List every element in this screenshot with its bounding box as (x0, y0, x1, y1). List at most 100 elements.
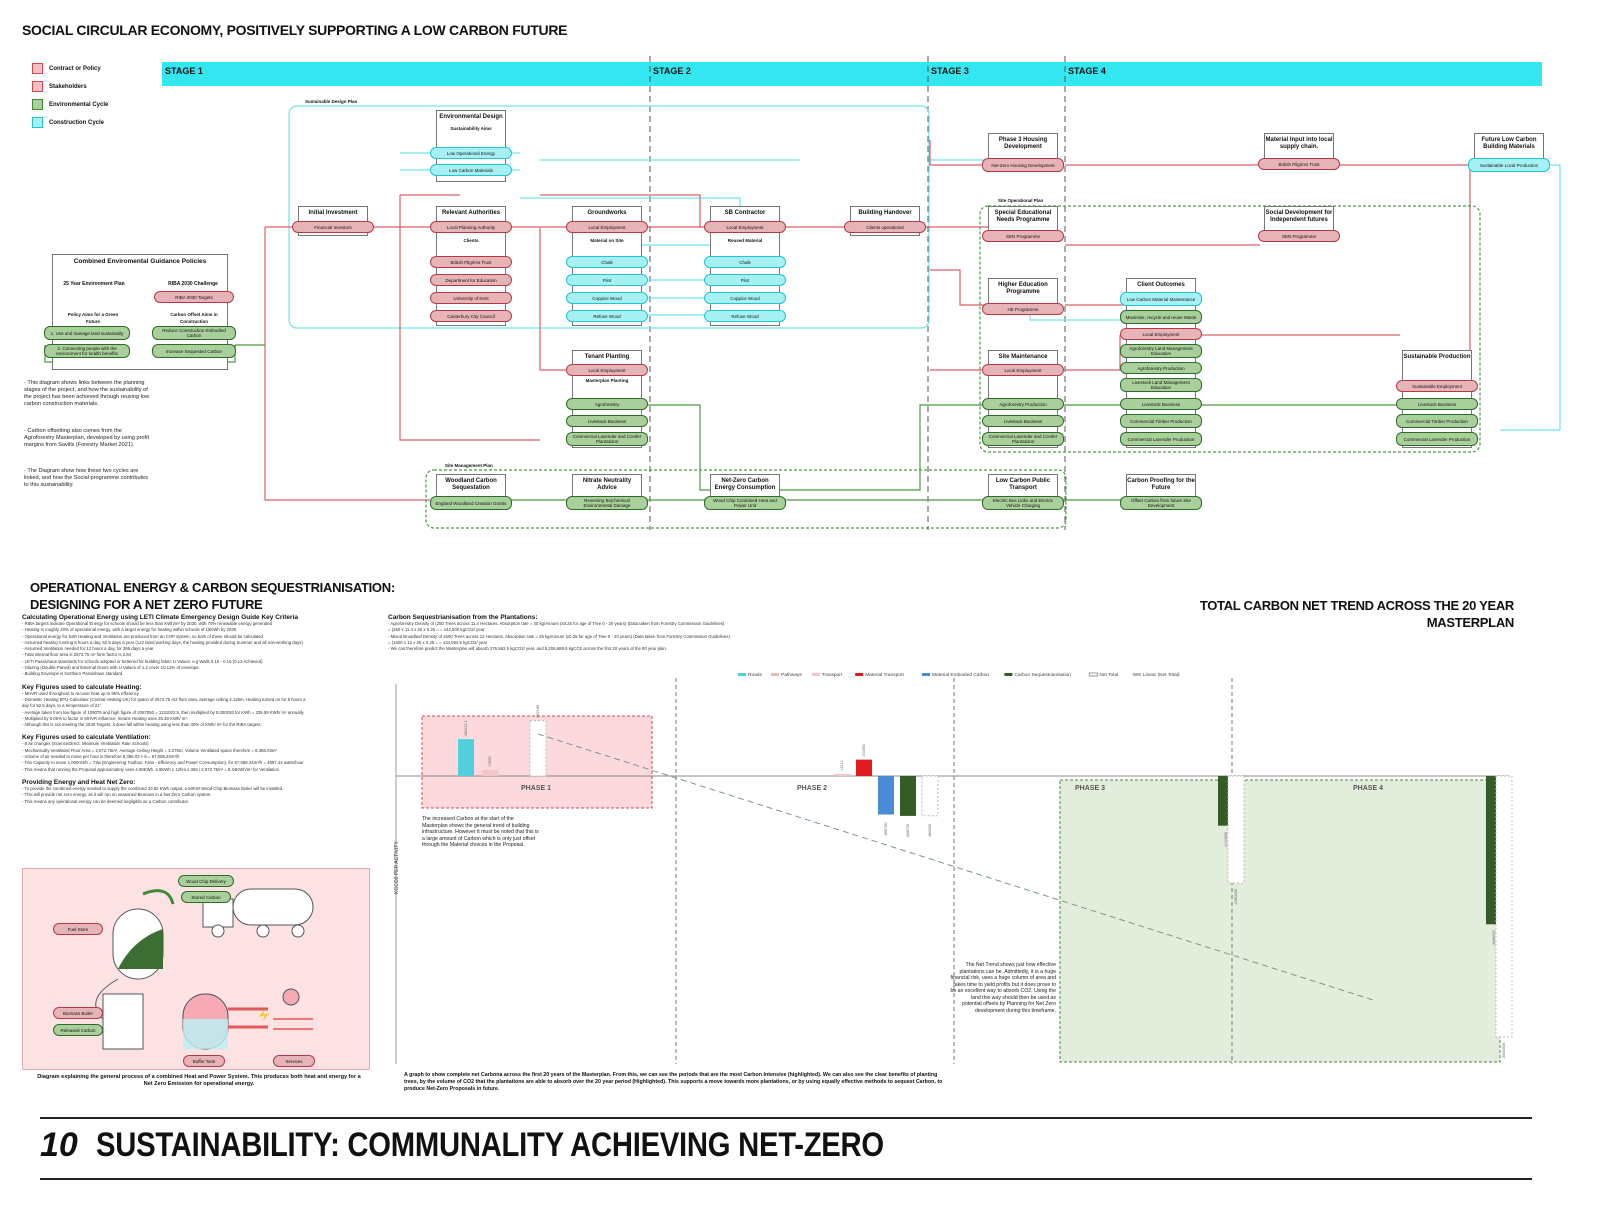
text-line: - Assumed heating running 8 hours a day,… (22, 639, 303, 645)
legend-swatch (1004, 673, 1013, 676)
pill: Wood Chip Delivery (178, 875, 234, 887)
pill: Sustainable Local Production (1468, 158, 1550, 172)
pill: Canterbury City Council (430, 310, 512, 322)
pill: Electric Bus Links and Electric Vehicle … (982, 496, 1064, 510)
pill: Offset Carbon from future Site Developme… (1120, 496, 1202, 510)
pill: Local Employment (566, 364, 648, 376)
pill: HE Programme (982, 303, 1064, 315)
legend-swatch-icon (32, 81, 43, 92)
pill: Financial Investors (292, 221, 374, 233)
footer-rule (40, 1117, 1532, 1119)
text-line: - This means that running the Proposal a… (22, 766, 280, 772)
footer-title: SUSTAINABILITY: COMMUNALITY ACHIEVING NE… (96, 1126, 884, 1164)
pill: Livestock Land Management Education (1120, 378, 1202, 392)
legend-item: Construction Cycle (32, 117, 104, 128)
legend-swatch (1132, 673, 1141, 676)
text-line: - This will provide net zero energy, as … (22, 792, 212, 798)
pill: Services (273, 1055, 315, 1067)
data-label: -855700 (884, 823, 888, 837)
plan-label: Site Management Plan (445, 463, 493, 468)
chart-bar (482, 770, 498, 776)
text-line: - This means any operational energy can … (22, 798, 189, 804)
pill: Flint (704, 274, 786, 286)
data-label: 74959 (488, 756, 492, 767)
pill: Reversing Biochemical Environmental Dama… (566, 496, 648, 510)
text-line: = (250 x 11.4 x 40 x 0.25 = = 142,500 kg… (388, 627, 485, 633)
legend-swatch-icon (32, 99, 43, 110)
chart-bar (834, 774, 850, 776)
data-label: -886700 (906, 824, 910, 838)
plan-label: Site Operational Plan (998, 198, 1044, 203)
pill: Biomass Boiler (53, 1007, 103, 1019)
chart-note: The increased Carbon at the start of the… (422, 816, 539, 848)
ops-text: Calculating Operational Energy using LET… (22, 612, 372, 805)
graph-caption: A graph to show complete net Carbona acr… (404, 1072, 943, 1092)
phase-3-4-highlight (1059, 779, 1501, 1063)
pill: Refuse Wood (704, 310, 786, 322)
pill: RIBA 2030 Targets (154, 291, 234, 303)
text-line: - Heating is roughly 40% of operational … (22, 627, 238, 633)
chart-bar (856, 759, 872, 776)
data-label: 14212 (840, 760, 844, 771)
flow-connectors (44, 56, 1561, 530)
legend-swatch (771, 673, 779, 676)
pill: Commercial Timber Production (1120, 414, 1202, 428)
data-label: -3296000 (1492, 930, 1496, 946)
text-line: - To provide the combined energy needed … (22, 785, 284, 791)
stage-4-bar: STAGE 4 (1065, 62, 1542, 86)
pill: Sustainable Employment (1396, 380, 1478, 392)
chp-diagram: Wood Chip Delivery Stored Carbon Fuel St… (22, 868, 370, 1070)
pill: Commercial Lavender Production (1120, 432, 1202, 446)
text-line: - Glazing (Double-Paned) and External Do… (22, 665, 200, 671)
pill: Commercial Lavender and Conifer Plantati… (982, 432, 1064, 446)
trend-line (537, 733, 1374, 1001)
pill: SEN Programme (1258, 230, 1340, 242)
data-label: 460222.2 (464, 720, 468, 736)
legend-label: Linear (Net Total) (1143, 672, 1180, 678)
pill: Livestock Business (982, 415, 1064, 427)
pill: Net-Zero Housing Development (982, 158, 1064, 172)
pill: Low Carbon Materials (430, 164, 512, 176)
pill: Local Planning Authority (430, 221, 512, 233)
pill: Local Employment (982, 364, 1064, 376)
note: - Carbon offsetting also comes from the … (24, 428, 149, 448)
legend-label: Transport (822, 672, 843, 678)
text-line: - Mixed Broadleaf Density of 1600 Trees … (388, 633, 730, 639)
legend-label: Pathways (781, 672, 802, 678)
chart-bar (1227, 775, 1245, 884)
text-line: - MHVR used throughout to recover heat u… (22, 690, 139, 696)
pill: Stored Carbon (181, 891, 231, 903)
pill: Buffer Tank (183, 1055, 225, 1067)
pill: SEN Programme (982, 230, 1064, 242)
chart-note: The Net Trend shows just how effective p… (950, 962, 1056, 1014)
pill: Fuel Store (53, 923, 103, 935)
data-label: -882000 (928, 824, 932, 838)
legend-label: Carbon Sequestrianisation (1014, 672, 1071, 678)
text-line: - Multiplied by 0.05% to factor in MHVR … (22, 715, 188, 721)
phase-label: PHASE 2 (797, 785, 827, 792)
chart-bar (1495, 775, 1513, 1038)
legend-label: Material Embodied Carbon (932, 672, 989, 678)
pill: Livestock Business (1120, 398, 1202, 410)
page-number: 10 (40, 1126, 78, 1164)
stage-2-bar: STAGE 2 (650, 62, 928, 86)
pill: Agroforestry Production (982, 398, 1064, 410)
chp-illustration (95, 888, 314, 1050)
pill: Increase Sequested Carbon (152, 344, 236, 358)
pill: Commercial Lavender and Conifer Plantati… (566, 432, 648, 446)
text-line: - Average taken from low figure of 10907… (22, 709, 305, 715)
stage-1-bar: STAGE 1 (162, 62, 650, 86)
legend-swatch (1088, 672, 1098, 677)
page-title: SOCIAL CIRCULAR ECONOMY, POSITIVELY SUPP… (22, 22, 568, 38)
text-line: = (1600 x 12 x 25 x 0.25 = = 134,062.5 k… (388, 639, 488, 645)
pill: Low Carbon Material Maintenance (1120, 292, 1202, 306)
phase-label: PHASE 1 (521, 785, 551, 792)
pill: Clients operational (844, 221, 926, 233)
text-line: - Total internal floor area is 2572.75 m… (22, 652, 132, 658)
text-line: - Volume of air needed to move per hour … (22, 754, 180, 760)
phase-label: PHASE 4 (1353, 785, 1383, 792)
text-line: - Mechanically Ventilated Floor Area = 2… (22, 747, 277, 753)
text-line: - Fan Capacity to move 1,000m3/h = 73w (… (22, 760, 304, 766)
legend-item: Stakeholders (32, 81, 87, 92)
